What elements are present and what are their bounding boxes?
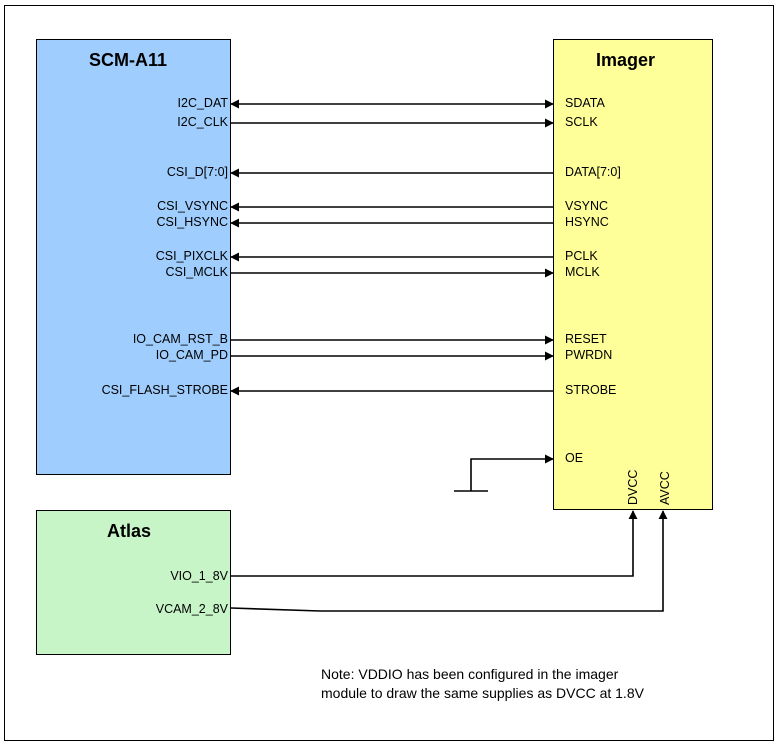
scm-signal-csi-vsync: CSI_VSYNC [157, 199, 228, 213]
imager-signal-hsync: HSYNC [565, 215, 609, 229]
imager-signal-pclk: PCLK [565, 249, 598, 263]
scm-title: SCM-A11 [89, 50, 168, 70]
imager-signal-sdata: SDATA [565, 96, 605, 110]
scm-signal-i2c-clk: I2C_CLK [177, 115, 228, 129]
atlas-output-vio-1-8v: VIO_1_8V [170, 569, 228, 583]
imager-signal-mclk: MCLK [565, 265, 600, 279]
wire-dvcc [231, 510, 638, 577]
imager-signal-reset: RESET [565, 332, 607, 346]
diagram-frame [4, 5, 774, 741]
atlas-output-vcam-2-8v: VCAM_2_8V [155, 602, 228, 616]
imager-signal-sclk: SCLK [565, 115, 598, 129]
scm-a11-block: SCM-A11 [36, 39, 231, 475]
scm-signal-csi-mclk: CSI_MCLK [165, 265, 228, 279]
scm-signal-io-cam-rst-b: IO_CAM_RST_B [132, 332, 228, 346]
imager-signal-vsync: VSYNC [565, 199, 609, 213]
wire-oe [470, 454, 554, 491]
wire-avcc [230, 510, 668, 612]
note-line-1: Note: VDDIO has been configured in the i… [321, 666, 619, 682]
note-line-2: module to draw the same supplies as DVCC… [321, 685, 644, 701]
atlas-title: Atlas [107, 521, 152, 541]
scm-signal-csi-hsync: CSI_HSYNC [156, 215, 228, 229]
imager-pin-avcc: AVCC [658, 471, 672, 505]
scm-signal-io-cam-pd: IO_CAM_PD [155, 348, 228, 362]
scm-signal-csi-d: CSI_D[7:0] [166, 165, 228, 179]
imager-pin-dvcc: DVCC [626, 469, 640, 505]
imager-title: Imager [596, 50, 656, 70]
imager-signal-strobe: STROBE [565, 383, 617, 397]
imager-block: Imager [553, 39, 713, 510]
imager-signal-pwrdn: PWRDN [565, 348, 613, 362]
atlas-block: Atlas [36, 510, 231, 655]
imager-signal-oe: OE [565, 451, 584, 465]
scm-signal-i2c-dat: I2C_DAT [177, 96, 228, 110]
configuration-note: Note: VDDIO has been configured in the i… [321, 665, 644, 703]
scm-signal-csi-flash-strobe: CSI_FLASH_STROBE [101, 383, 228, 397]
imager-signal-data: DATA[7:0] [565, 165, 621, 179]
scm-signal-csi-pixclk: CSI_PIXCLK [155, 249, 228, 263]
